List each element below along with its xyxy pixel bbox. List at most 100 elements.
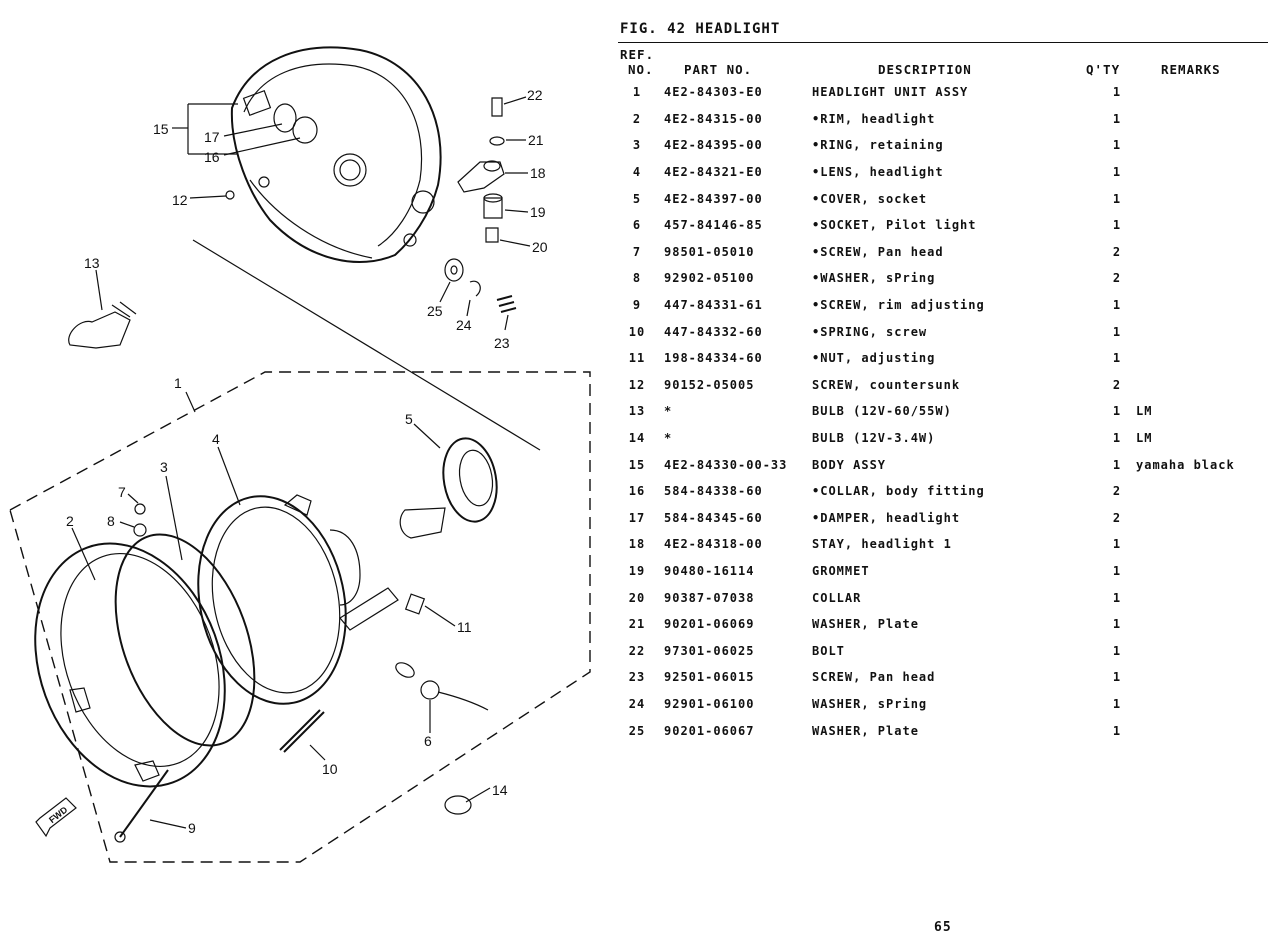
- description-cell: HEADLIGHT UNIT ASSY: [812, 85, 969, 100]
- part-no-cell: 92501-06015: [664, 670, 755, 685]
- parts-table: 1 4E2-84303-E0 HEADLIGHT UNIT ASSY 1 2 4E2-84…: [618, 79, 1266, 744]
- description-cell: •SPRING, screw: [812, 324, 928, 339]
- remarks-cell: yamaha black: [1136, 457, 1235, 472]
- remarks-cell: [1132, 185, 1266, 212]
- callout-16: 16: [204, 149, 220, 165]
- description-cell: •RIM, headlight: [812, 111, 936, 126]
- ref-no-cell: 17: [628, 510, 646, 525]
- part-no-cell: 90201-06067: [664, 723, 755, 738]
- callout-1: 1: [174, 375, 182, 391]
- part-no-cell: 4E2-84397-00: [664, 191, 763, 206]
- quantity-cell: 1: [1112, 723, 1122, 738]
- socket-cover-illustration: [399, 437, 498, 539]
- remarks-cell: [1132, 691, 1266, 718]
- part-no-cell: 4E2-84318-00: [664, 537, 763, 552]
- description-cell: STAY, headlight 1: [812, 537, 952, 552]
- quantity-cell: 2: [1112, 377, 1122, 392]
- callout-21: 21: [528, 132, 544, 148]
- callout-13: 13: [84, 255, 100, 271]
- description-cell: •COLLAR, body fitting: [812, 484, 985, 499]
- ref-no-cell: 22: [628, 643, 646, 658]
- description-cell: BULB (12V-3.4W): [812, 431, 936, 446]
- callout-19: 19: [530, 204, 546, 220]
- quantity-cell: 1: [1112, 351, 1122, 366]
- ref-no-cell: 3: [632, 138, 642, 153]
- remarks-cell: [1132, 239, 1266, 266]
- ref-no-cell: 2: [632, 111, 642, 126]
- quantity-cell: 1: [1112, 165, 1122, 180]
- remarks-cell: [1132, 611, 1266, 638]
- ref-no-cell: 23: [628, 670, 646, 685]
- part-no-cell: 4E2-84315-00: [664, 111, 763, 126]
- callout-2: 2: [66, 513, 74, 529]
- part-no-cell: 4E2-84303-E0: [664, 85, 763, 100]
- quantity-cell: 2: [1112, 484, 1122, 499]
- ref-no-cell: 20: [628, 590, 646, 605]
- callouts: 1 2 3 4 5 6 7 8 9 10 11 12 13 14 15 16 1…: [47, 87, 548, 836]
- part-no-cell: 4E2-84321-E0: [664, 165, 763, 180]
- part-no-cell: *: [664, 431, 673, 446]
- callout-4: 4: [212, 431, 220, 447]
- description-cell: •SCREW, Pan head: [812, 244, 944, 259]
- description-cell: •COVER, socket: [812, 191, 928, 206]
- remarks-cell: [1132, 584, 1266, 611]
- description-cell: SCREW, countersunk: [812, 377, 961, 392]
- page-number: 65: [934, 920, 952, 935]
- quantity-cell: 1: [1112, 431, 1122, 446]
- remarks-cell: [1132, 212, 1266, 239]
- description-cell: •DAMPER, headlight: [812, 510, 961, 525]
- quantity-cell: 1: [1112, 617, 1122, 632]
- description-cell: WASHER, Plate: [812, 617, 919, 632]
- small-hardware: [35, 503, 489, 843]
- ref-no-cell: 13: [628, 404, 646, 419]
- callout-18: 18: [530, 165, 546, 181]
- quantity-cell: 1: [1112, 111, 1122, 126]
- lens-illustration: [197, 494, 399, 705]
- leader-body-to-socket: [192, 239, 541, 451]
- part-no-cell: 198-84334-60: [664, 351, 763, 366]
- quantity-cell: 1: [1112, 138, 1122, 153]
- part-no-cell: 4E2-84395-00: [664, 138, 763, 153]
- remarks-cell: [1132, 159, 1266, 186]
- ref-no-cell: 10: [628, 324, 646, 339]
- stay-and-fasteners: [225, 97, 517, 313]
- quantity-cell: 1: [1112, 670, 1122, 685]
- callout-12: 12: [172, 192, 188, 208]
- callout-3: 3: [160, 459, 168, 475]
- remarks-cell: LM: [1136, 431, 1153, 446]
- callout-7: 7: [118, 484, 126, 500]
- quantity-cell: 1: [1112, 537, 1122, 552]
- part-no-cell: 447-84331-61: [664, 298, 763, 313]
- bulb-13-illustration: [68, 301, 137, 349]
- quantity-cell: 1: [1112, 298, 1122, 313]
- quantity-cell: 1: [1112, 643, 1122, 658]
- remarks-cell: [1132, 505, 1266, 532]
- remarks-cell: [1132, 106, 1266, 133]
- callout-22: 22: [527, 87, 543, 103]
- quantity-cell: 1: [1112, 218, 1122, 233]
- quantity-cell: 1: [1112, 457, 1122, 472]
- callout-17: 17: [204, 129, 220, 145]
- description-cell: •SOCKET, Pilot light: [812, 218, 977, 233]
- callout-14: 14: [492, 782, 508, 798]
- figure-title: FIG. 42 HEADLIGHT: [620, 21, 781, 37]
- description-cell: GROMMET: [812, 563, 870, 578]
- part-no-cell: 90480-16114: [664, 563, 755, 578]
- remarks-cell: LM: [1136, 404, 1153, 419]
- callout-15: 15: [153, 121, 169, 137]
